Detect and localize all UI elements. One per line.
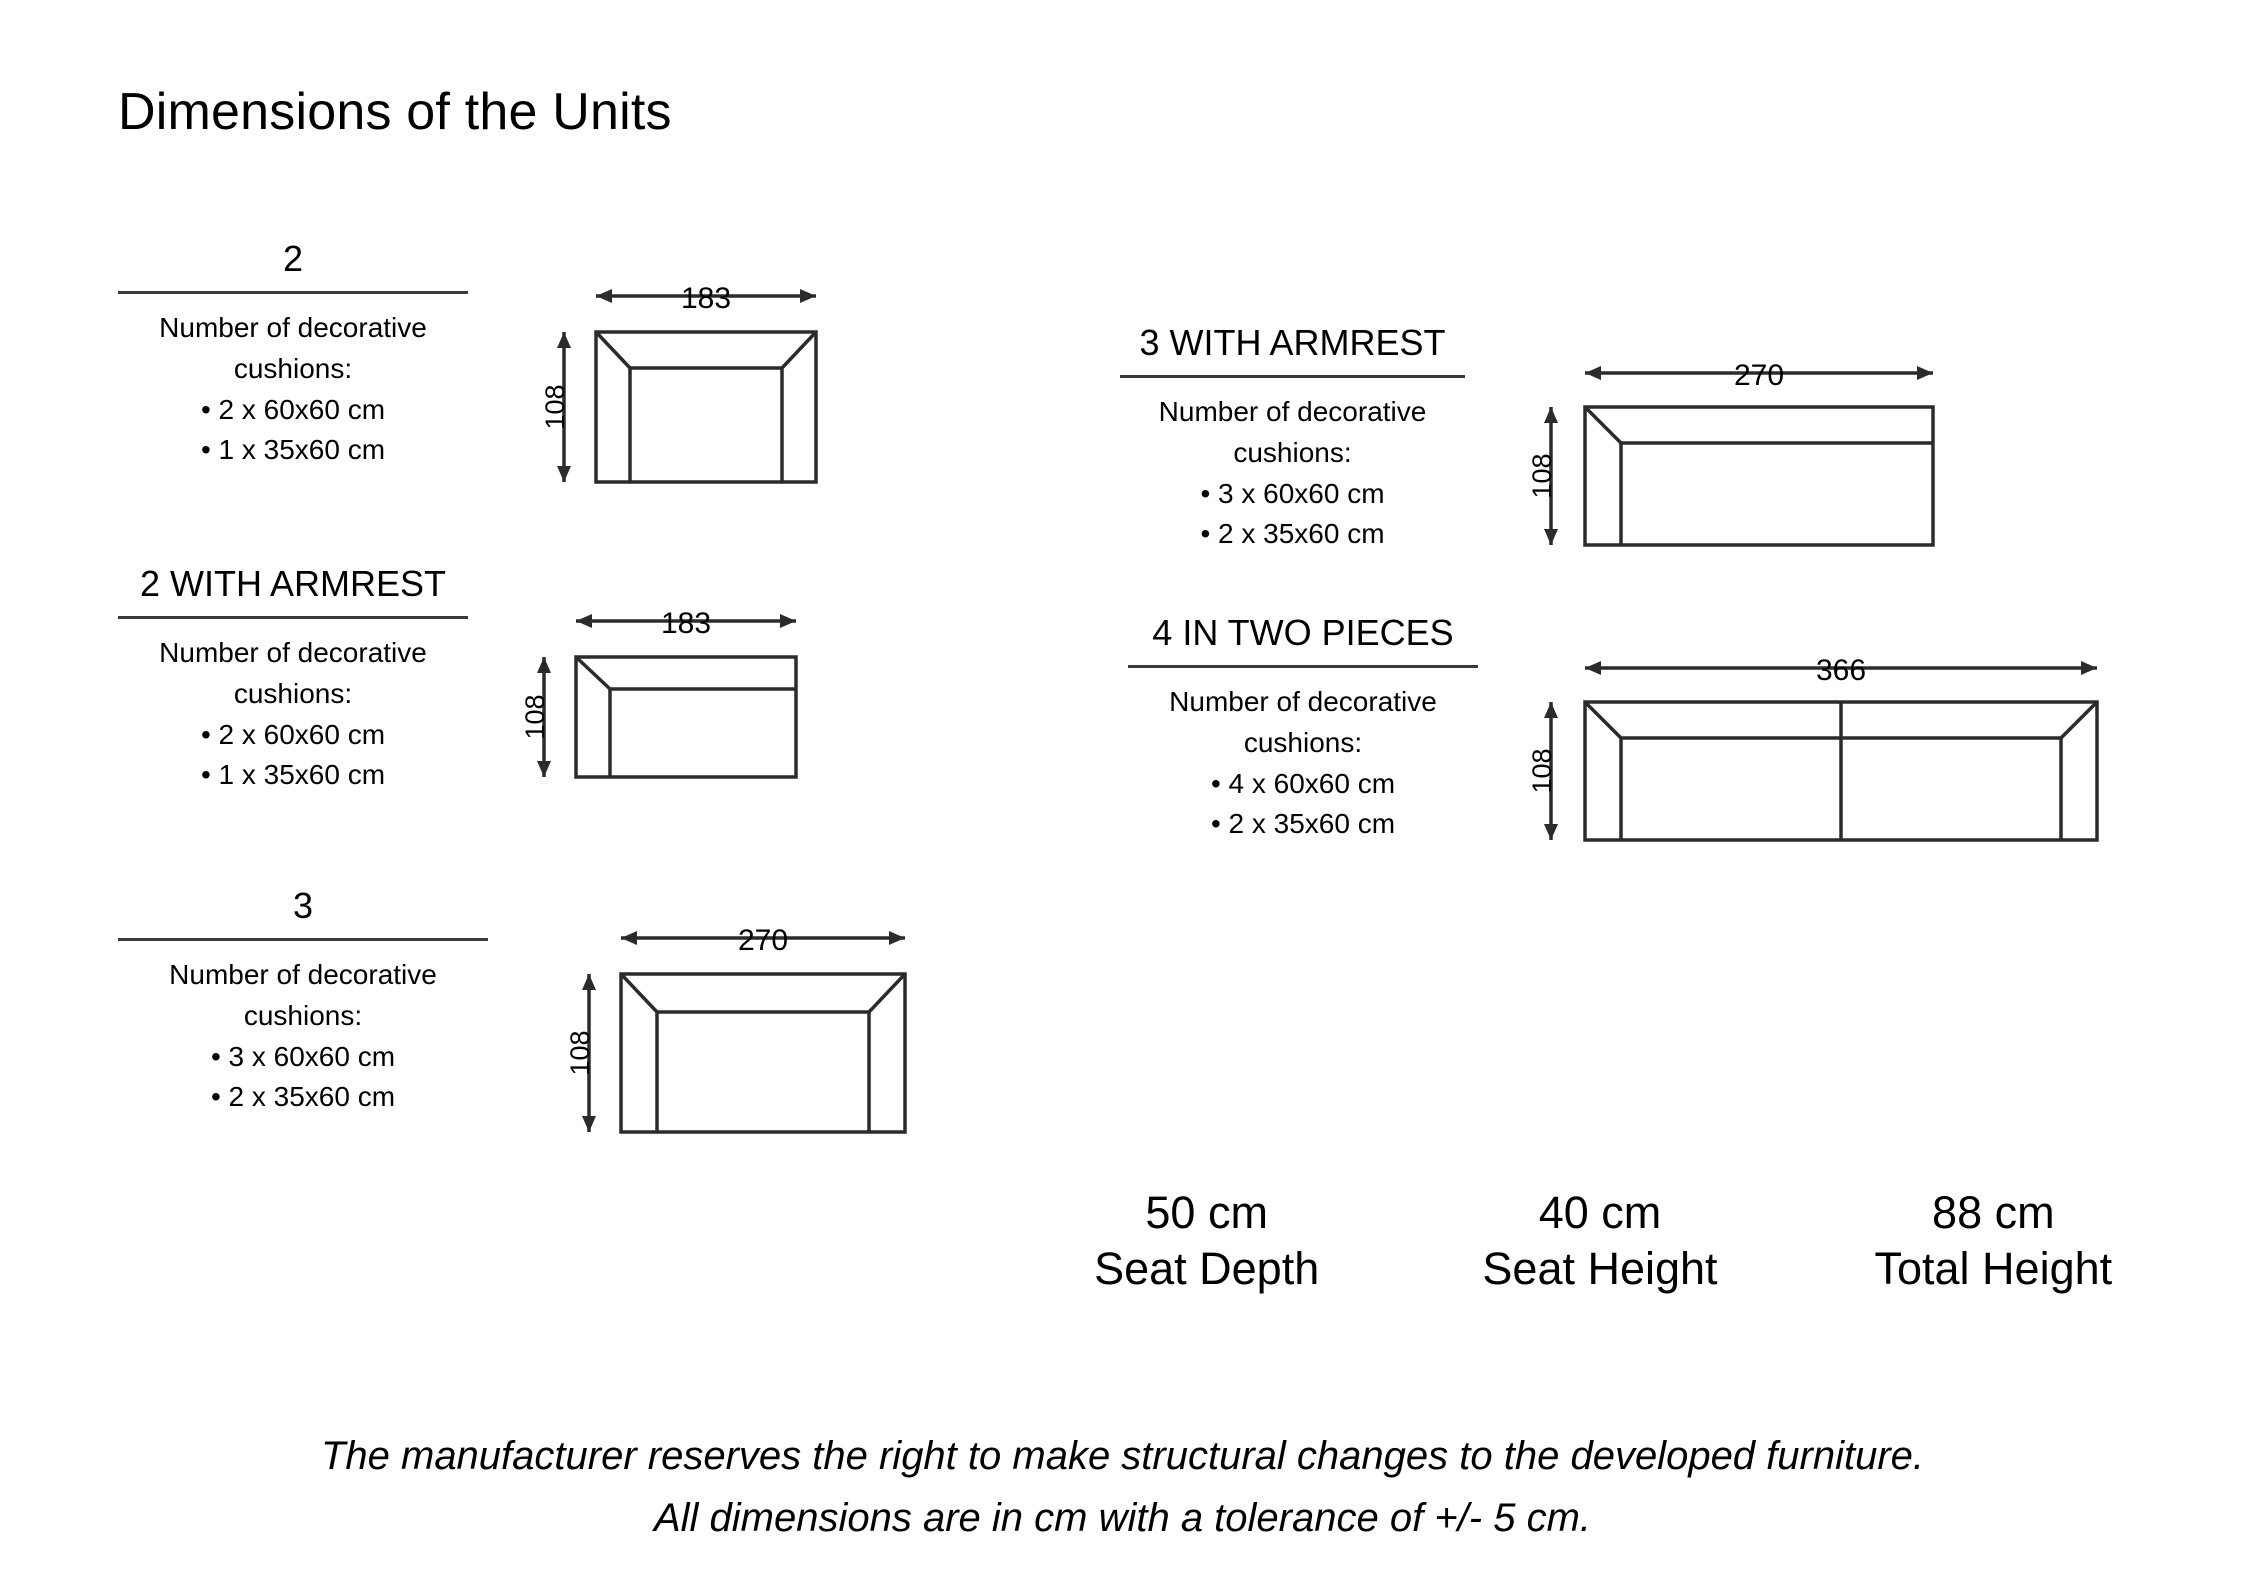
cushion-item: • 1 x 35x60 cm xyxy=(200,759,386,791)
svg-text:183: 183 xyxy=(681,282,731,315)
unit-divider-rule xyxy=(118,938,488,942)
svg-text:270: 270 xyxy=(738,924,788,957)
svg-text:108: 108 xyxy=(1527,748,1557,793)
page-title: Dimensions of the Units xyxy=(118,83,672,141)
cushions-intro-line2: cushions: xyxy=(1243,726,1363,758)
unit-divider-rule xyxy=(1128,665,1478,669)
unit-heading: 2 xyxy=(282,238,304,279)
svg-text:183: 183 xyxy=(661,607,711,640)
svg-text:108: 108 xyxy=(1527,453,1557,498)
cushions-intro-line1: Number of decorative xyxy=(1158,396,1427,428)
cushions-intro-line1: Number of decorative xyxy=(169,959,437,991)
stat-label: Seat Height xyxy=(1482,1243,1718,1295)
unit-drawing-2-with-armrest: 183 108 xyxy=(520,595,860,795)
cushion-item: • 3 x 60x60 cm xyxy=(1200,477,1385,509)
cushion-item: • 1 x 35x60 cm xyxy=(200,434,386,466)
unit-text-4-in-two-pieces: 4 IN TWO PIECES Number of decorative cus… xyxy=(1128,612,1478,845)
stat-label: Seat Depth xyxy=(1094,1243,1320,1295)
stat-label: Total Height xyxy=(1874,1243,2113,1295)
unit-divider-rule xyxy=(1120,375,1465,379)
key-measurements-row: 50 cm Seat Depth 40 cm Seat Height 88 cm… xyxy=(1010,1185,2190,1298)
unit-divider-rule xyxy=(118,616,468,620)
cushions-intro-line1: Number of decorative xyxy=(1169,686,1437,718)
disclaimer-line-1: The manufacturer reserves the right to m… xyxy=(320,1434,1925,1478)
stat-value: 50 cm xyxy=(1145,1187,1268,1238)
unit-drawing-3: 270 108 xyxy=(565,910,985,1160)
stat-seat-height: 40 cm Seat Height xyxy=(1403,1185,1796,1298)
unit-heading: 3 WITH ARMREST xyxy=(1139,322,1446,363)
unit-heading: 2 WITH ARMREST xyxy=(139,563,447,604)
stat-value: 40 cm xyxy=(1538,1187,1662,1238)
stat-value: 88 cm xyxy=(1932,1187,2055,1238)
stat-seat-depth: 50 cm Seat Depth xyxy=(1010,1185,1403,1298)
cushion-item: • 2 x 35x60 cm xyxy=(1210,808,1396,840)
cushions-intro-line1: Number of decorative xyxy=(159,637,427,669)
unit-drawing-2: 183 108 xyxy=(540,270,880,500)
disclaimer-line-2: All dimensions are in cm with a toleranc… xyxy=(653,1496,1592,1540)
cushion-item: • 4 x 60x60 cm xyxy=(1210,767,1396,799)
cushion-item: • 2 x 35x60 cm xyxy=(1200,518,1385,550)
svg-text:366: 366 xyxy=(1816,654,1866,687)
cushions-intro-line2: cushions: xyxy=(243,999,363,1031)
disclaimer: The manufacturer reserves the right to m… xyxy=(0,1425,2245,1549)
cushions-intro-line1: Number of decorative xyxy=(159,312,427,344)
unit-drawing-3-with-armrest: 270 108 xyxy=(1525,345,2005,575)
stat-total-height: 88 cm Total Height xyxy=(1797,1185,2190,1298)
unit-heading: 4 IN TWO PIECES xyxy=(1152,612,1454,653)
cushions-intro-line2: cushions: xyxy=(1233,436,1352,468)
cushions-intro-line2: cushions: xyxy=(233,352,353,384)
cushion-item: • 2 x 60x60 cm xyxy=(200,718,386,750)
cushion-item: • 3 x 60x60 cm xyxy=(210,1040,396,1072)
unit-heading: 3 xyxy=(292,885,314,926)
unit-text-2-with-armrest: 2 WITH ARMREST Number of decorative cush… xyxy=(118,563,468,796)
svg-text:108: 108 xyxy=(565,1030,595,1075)
svg-text:270: 270 xyxy=(1734,359,1784,392)
unit-text-2: 2 Number of decorative cushions: • 2 x 6… xyxy=(118,238,468,471)
svg-text:108: 108 xyxy=(540,384,570,429)
svg-text:108: 108 xyxy=(520,694,550,739)
unit-text-3-with-armrest: 3 WITH ARMREST Number of decorative cush… xyxy=(1120,322,1465,555)
unit-text-3: 3 Number of decorative cushions: • 3 x 6… xyxy=(118,885,488,1118)
cushion-item: • 2 x 60x60 cm xyxy=(200,393,386,425)
cushion-item: • 2 x 35x60 cm xyxy=(210,1081,396,1113)
unit-drawing-4-in-two-pieces: 366 108 xyxy=(1525,640,2145,870)
unit-divider-rule xyxy=(118,291,468,295)
cushions-intro-line2: cushions: xyxy=(233,677,353,709)
